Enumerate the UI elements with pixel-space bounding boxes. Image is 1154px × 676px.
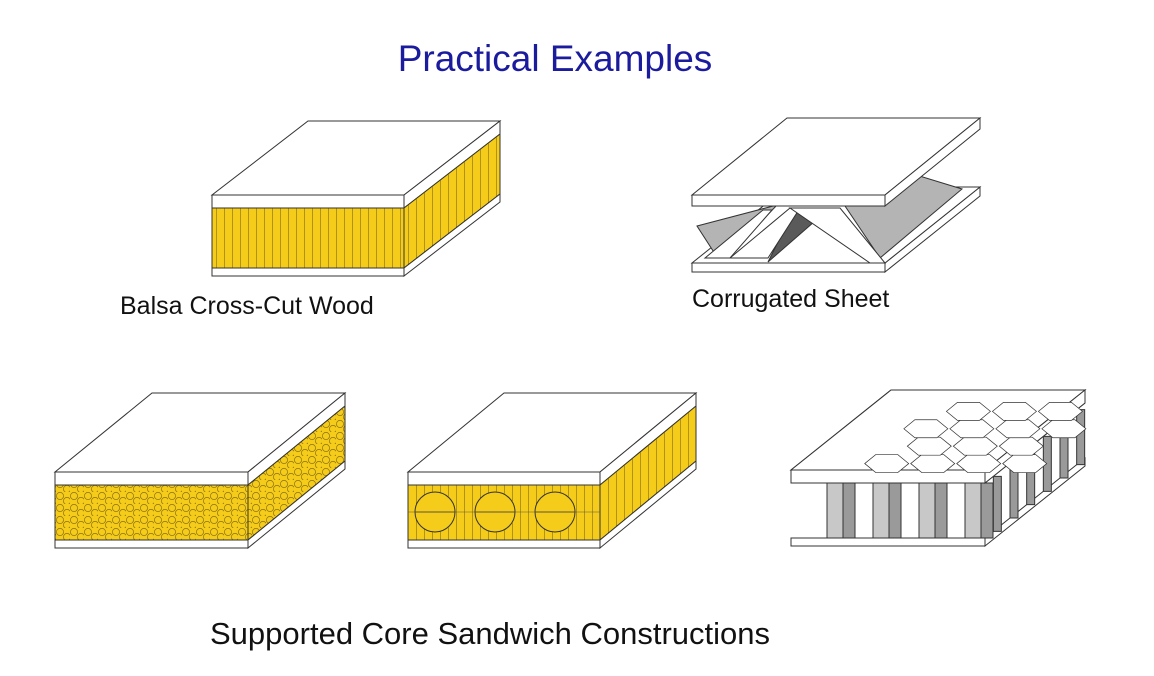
hex-cell [864, 454, 910, 473]
core-front [54, 484, 249, 541]
hex-cell [1037, 402, 1083, 421]
block-core-panel [406, 391, 698, 550]
hex-cell [945, 402, 991, 421]
honeycomb-core-panel [789, 388, 1087, 548]
balsa-label: Balsa Cross-Cut Wood [120, 292, 374, 320]
foam-core-panel [53, 391, 347, 550]
core-front [211, 207, 405, 269]
hex-cell [903, 419, 949, 439]
balsa-core-panel [210, 119, 502, 278]
supported-core-caption: Supported Core Sandwich Constructions [210, 616, 771, 651]
slide-title: Practical Examples [397, 38, 713, 79]
hex-cell [991, 402, 1037, 421]
corrugated-core-panel [690, 116, 982, 274]
corrugated-label: Corrugated Sheet [692, 285, 890, 313]
